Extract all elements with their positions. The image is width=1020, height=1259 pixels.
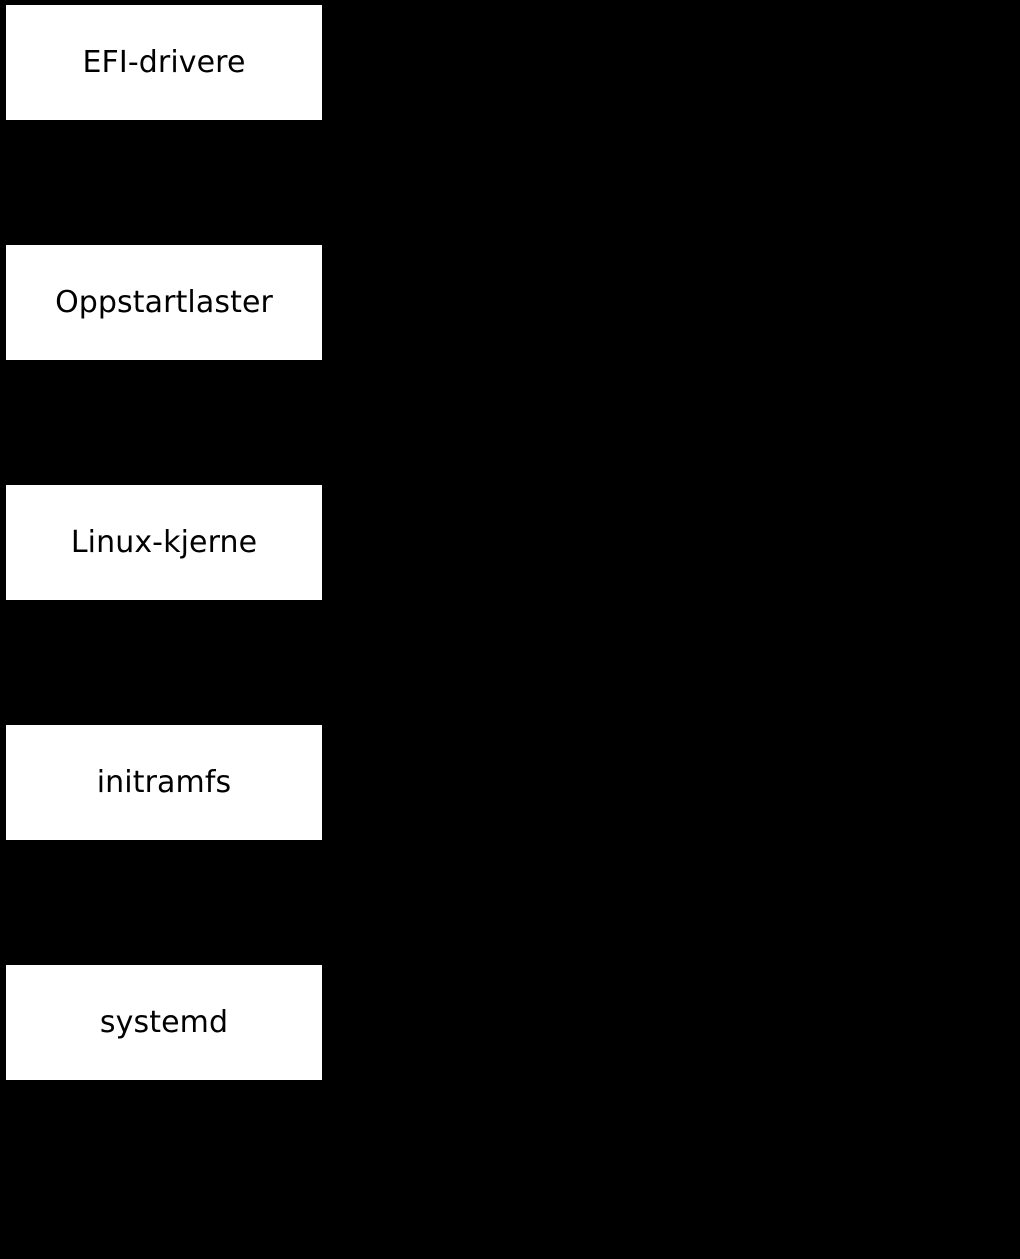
diagram-node-initramfs[interactable]: initramfs (6, 725, 322, 840)
diagram-node-label: Linux-kjerne (70, 524, 258, 560)
diagram-node-efi-drivere[interactable]: EFI-drivere (6, 5, 322, 120)
diagram-node-label: Oppstartlaster (55, 284, 273, 320)
diagram-node-linux-kjerne[interactable]: Linux-kjerne (6, 485, 322, 600)
diagram-node-systemd[interactable]: systemd (6, 965, 322, 1080)
diagram-node-oppstartlaster[interactable]: Oppstartlaster (6, 245, 322, 360)
diagram-node-label: systemd (99, 1004, 229, 1040)
diagram-node-label: EFI-drivere (82, 44, 246, 80)
diagram-node-label: initramfs (96, 764, 232, 800)
